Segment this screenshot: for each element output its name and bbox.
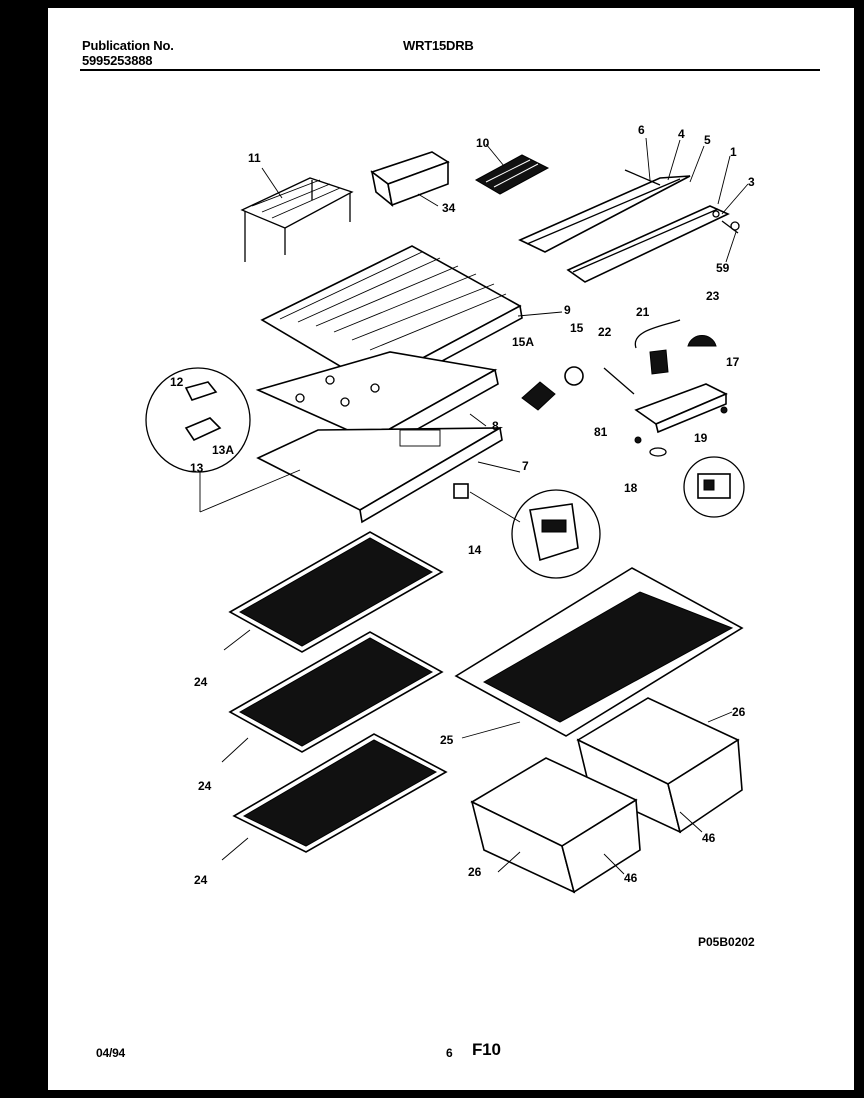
footer-date: 04/94 xyxy=(96,1046,126,1060)
callout-46b: 46 xyxy=(624,871,638,885)
callout-13: 13 xyxy=(190,461,204,475)
callout-26a: 26 xyxy=(732,705,746,719)
part-small-components xyxy=(521,319,745,518)
callout-1: 1 xyxy=(730,145,737,159)
leader-lines xyxy=(221,137,749,875)
part-tray xyxy=(256,426,504,524)
callout-6: 6 xyxy=(638,123,645,137)
callout-23: 23 xyxy=(706,289,720,303)
drawing-code: P05B0202 xyxy=(698,935,755,949)
part-bin xyxy=(370,151,450,208)
callout-25: 25 xyxy=(440,733,454,747)
callout-24c: 24 xyxy=(194,873,208,887)
model-number: WRT15DRB xyxy=(403,38,474,53)
part-egg-tray xyxy=(474,154,550,195)
part-detail-circle-14 xyxy=(453,483,601,579)
callout-15: 15 xyxy=(570,321,584,335)
callout-12: 12 xyxy=(170,375,184,389)
callout-46a: 46 xyxy=(702,831,716,845)
callout-4: 4 xyxy=(678,127,685,141)
callout-14: 14 xyxy=(468,543,482,557)
callout-7: 7 xyxy=(522,459,529,473)
part-wire-rack xyxy=(240,177,354,262)
callout-18: 18 xyxy=(624,481,638,495)
sheet xyxy=(48,8,854,1090)
publication-number: 5995253888 xyxy=(82,53,153,68)
part-crisper-drawers xyxy=(470,697,743,894)
part-rail-assembly xyxy=(518,169,740,283)
callout-21: 21 xyxy=(636,305,650,319)
footer-page-number: 6 xyxy=(446,1046,453,1060)
callout-15A: 15A xyxy=(512,335,534,349)
footer-figure: F10 xyxy=(472,1040,501,1059)
callout-34: 34 xyxy=(442,201,456,215)
callout-19: 19 xyxy=(694,431,708,445)
part-detail-circle-left xyxy=(145,367,301,513)
callout-9: 9 xyxy=(564,303,571,317)
part-glass-shelves xyxy=(228,531,448,853)
callout-24b: 24 xyxy=(198,779,212,793)
callout-8: 8 xyxy=(492,419,499,433)
part-crisper-cover xyxy=(454,567,744,737)
publication-label: Publication No. xyxy=(82,38,174,53)
callout-10: 10 xyxy=(476,136,490,150)
callout-81: 81 xyxy=(594,425,608,439)
callout-24a: 24 xyxy=(194,675,208,689)
callout-59: 59 xyxy=(716,261,730,275)
callout-13A: 13A xyxy=(212,443,234,457)
callout-11: 11 xyxy=(248,151,261,165)
callout-labels: 11 34 10 6 4 5 1 3 59 9 15A 15 21 22 23 … xyxy=(170,123,755,887)
callout-26b: 26 xyxy=(468,865,482,879)
callout-3: 3 xyxy=(748,175,755,189)
callout-17: 17 xyxy=(726,355,740,369)
callout-22: 22 xyxy=(598,325,612,339)
callout-5: 5 xyxy=(704,133,711,147)
